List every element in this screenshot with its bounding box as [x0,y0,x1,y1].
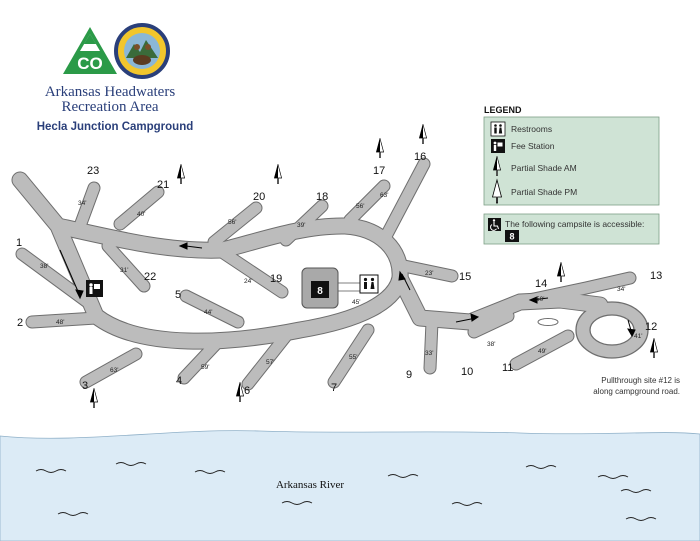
pad-length: 33' [425,350,433,357]
legend-shade-pm: Partial Shade PM [511,187,577,197]
pad-length: 45' [352,299,360,306]
site-label[interactable]: 10 [461,366,473,378]
restroom-icon [490,121,506,137]
tree-icon [274,164,282,184]
pad-length: 34' [78,200,86,207]
pad-length: 23' [425,270,433,277]
tree-icon [376,138,384,158]
legend-fee-station: Fee Station [511,141,555,151]
tree-icon [650,338,658,358]
site-label[interactable]: 1 [16,237,22,249]
pad-length: 41' [634,333,642,340]
legend-accessible-site: 8 [509,232,514,242]
note-line1: Pullthrough site #12 is [601,376,680,385]
site-label[interactable]: 3 [82,380,88,392]
site-label[interactable]: 23 [87,165,99,177]
site-label[interactable]: 16 [414,151,426,163]
site-label[interactable]: 7 [331,382,337,394]
pad-length: 57' [266,359,274,366]
note-line2: along campground road. [593,387,680,396]
pad-length: 40' [137,211,145,218]
pad-length: 38' [40,263,48,270]
site-label[interactable]: 15 [459,271,471,283]
tree-icon [90,388,98,408]
site-labels: 1 2 3 4 5 6 7 9 10 11 12 13 14 15 16 17 … [16,151,662,397]
org-line2: Recreation Area [61,99,158,115]
site-label[interactable]: 4 [176,375,182,387]
site-label[interactable]: 11 [502,362,513,374]
site-label[interactable]: 5 [175,289,181,301]
pad-lengths: 34' 38' 48' 63' 44' 59' 57' 55' 33' 38' … [40,192,642,374]
site-8[interactable]: 8 [301,267,339,309]
pad-length: 31' [120,267,128,274]
site-8-label: 8 [317,286,323,297]
pad-length: 59' [201,364,209,371]
tree-icon [491,178,503,204]
site-label[interactable]: 18 [316,191,328,203]
pad-length: 24' [244,278,252,285]
legend: LEGEND Restrooms Fee Station Partial Sha… [483,105,660,245]
tree-icon [557,262,565,282]
site-label[interactable]: 13 [650,270,662,282]
site-label[interactable]: 9 [406,369,412,381]
legend-title: LEGEND [484,105,522,115]
legend-accessible: The following campsite is accessible: [505,219,644,229]
road-network [11,157,649,391]
site-label[interactable]: 19 [270,273,282,285]
tree-icon [419,124,427,144]
legend-restrooms: Restrooms [511,124,552,134]
river-waves [35,462,657,521]
logo-letters: CO [77,54,103,73]
co-logo-icon: CO [63,27,117,74]
river-label: Arkansas River [276,479,344,491]
site-label[interactable]: 21 [157,179,169,191]
pad-length: 50' [536,296,544,303]
pad-length: 39' [297,222,305,229]
accessible-icon [488,218,501,231]
pad-length: 49' [538,348,546,355]
tree-icon [177,164,185,184]
fee-station-icon [491,139,505,153]
pad-length: 55' [349,354,357,361]
cpw-badge-icon [114,23,170,79]
site-label[interactable]: 20 [253,191,265,203]
fee-station-icon [86,280,103,297]
site-label[interactable]: 17 [373,165,385,177]
site-label[interactable]: 6 [244,385,250,397]
pad-length: 48' [56,319,64,326]
campground-title: Hecla Junction Campground [37,121,194,133]
river [0,430,700,541]
site-label[interactable]: 22 [144,271,156,283]
pad-length: 63' [110,367,118,374]
restroom-icon [359,274,379,294]
site-label[interactable]: 14 [535,278,547,290]
org-line1: Arkansas Headwaters [45,84,176,100]
pad-length: 63' [380,192,388,199]
pad-length: 56' [356,203,364,210]
legend-shade-am: Partial Shade AM [511,163,577,173]
pad-length: 34' [617,286,625,293]
pad-length: 56' [228,219,236,226]
pad-length: 38' [487,341,495,348]
site-label[interactable]: 2 [17,317,23,329]
site-label[interactable]: 12 [645,321,657,333]
pad-length: 44' [204,309,212,316]
